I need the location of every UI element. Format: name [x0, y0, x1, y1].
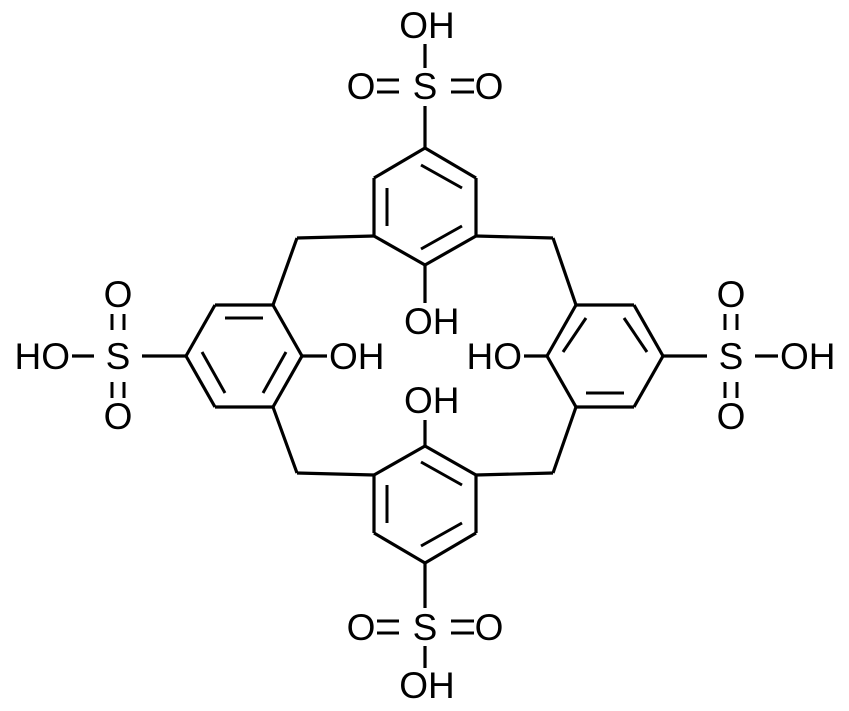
- bond-right-ring-inner-2: [622, 317, 649, 353]
- bond-bottom-ring-1: [424, 531, 477, 565]
- halo-top-ring-oh: [402, 303, 470, 341]
- label-left-sulfonate-s: S: [106, 336, 131, 377]
- halo-left-sulfo-s: [101, 337, 137, 375]
- bond-bridge-lr-to-right-ring: [551, 406, 578, 474]
- label-bottom-sulfonate-o-left: O: [347, 607, 376, 648]
- halo-top-sulfo-o-right: [474, 68, 504, 106]
- label-left-ring-hydroxyl: OH: [329, 336, 385, 377]
- halo-top-sulfo-oh: [400, 8, 454, 44]
- bridge-lower-right: [475, 406, 578, 477]
- label-right-sulfonate-oh: OH: [780, 336, 836, 377]
- halo-left-sulfo-ho: [8, 337, 72, 375]
- label-top-sulfonate-o-right: O: [475, 66, 504, 107]
- bond-left-ring-6: [184, 355, 217, 408]
- bond-bridge-ll-to-left-ring: [271, 406, 299, 474]
- bond-bottom-ring-inner-1: [420, 521, 463, 548]
- bond-top-ring-inner-1: [420, 163, 463, 190]
- bond-right-ring-6: [632, 355, 665, 408]
- bond-bridge-ur-to-right-ring: [551, 237, 578, 306]
- halo-bottom-sulfo-s: [408, 608, 444, 646]
- bond-left-ring-4: [271, 355, 304, 408]
- bond-right-ring-4: [545, 355, 578, 408]
- bond-top-ring-inner-3: [420, 224, 463, 251]
- bond-bottom-ring-4: [373, 444, 426, 477]
- label-right-sulfonate-o-bottom: O: [717, 396, 746, 437]
- label-top-sulfonate-s: S: [413, 66, 438, 107]
- label-bottom-sulfonate-o-right: O: [475, 607, 504, 648]
- bond-bridge-lr-to-bottom-ring: [475, 471, 554, 477]
- bond-right-ring-3: [545, 304, 578, 357]
- halo-bottom-sulfo-oh: [400, 668, 454, 704]
- bottom-benzene-ring: [372, 444, 478, 565]
- halo-top-sulfo-o-left: [347, 68, 377, 106]
- bond-left-ring-3: [271, 304, 304, 357]
- bridge-upper-left: [271, 234, 375, 306]
- halo-right-ring-ho: [456, 337, 524, 375]
- label-left-sulfonate-o-bottom: O: [104, 396, 133, 437]
- label-right-ring-hydroxyl: HO: [467, 336, 523, 377]
- label-left-sulfonate-ho: HO: [15, 336, 71, 377]
- label-left-sulfonate-o-top: O: [104, 274, 133, 315]
- bond-top-ring-3: [424, 234, 477, 267]
- right-benzene-ring: [545, 303, 665, 409]
- bridge-lower-left: [271, 406, 375, 477]
- label-bottom-sulfonate-s: S: [413, 607, 438, 648]
- halo-bottom-sulfo-o-right: [474, 608, 504, 646]
- halo-left-sulfo-o-top: [103, 276, 133, 314]
- halo-bottom-ring-oh: [402, 382, 470, 420]
- bond-bridge-ul-to-left-ring: [271, 237, 299, 306]
- bond-left-ring-inner-2: [261, 351, 288, 394]
- bottom-sulfonic-acid-group: [373, 563, 477, 668]
- halo-right-sulfo-o-top: [716, 276, 746, 314]
- label-right-sulfonate-o-top: O: [717, 274, 746, 315]
- bond-bottom-ring-3: [424, 444, 477, 477]
- label-top-sulfonate-oh: OH: [399, 5, 455, 46]
- label-bottom-sulfonate-oh: OH: [399, 665, 455, 706]
- bond-top-ring-1: [424, 146, 477, 180]
- bond-left-ring-inner-3: [200, 351, 227, 394]
- top-sulfonic-acid-group: [373, 44, 477, 148]
- bond-top-ring-6: [373, 146, 426, 180]
- label-top-sulfonate-o-left: O: [347, 66, 376, 107]
- bond-bottom-ring-inner-3: [420, 460, 463, 487]
- halo-right-sulfo-oh: [778, 337, 844, 375]
- bond-right-ring-1: [632, 304, 665, 357]
- halo-left-ring-oh: [327, 337, 395, 375]
- label-bottom-ring-hydroxyl: OH: [404, 380, 460, 421]
- halo-right-sulfo-o-bottom: [716, 398, 746, 436]
- bond-bridge-ll-to-bottom-ring: [296, 471, 375, 477]
- label-top-ring-hydroxyl: OH: [404, 301, 460, 342]
- halo-left-sulfo-o-bottom: [103, 398, 133, 436]
- halo-bottom-sulfo-o-left: [347, 608, 377, 646]
- bridge-upper-right: [475, 234, 578, 306]
- bond-right-ring-inner-1: [561, 317, 588, 353]
- halo-top-sulfo-s: [408, 68, 444, 106]
- bond-bridge-ur-to-top-ring: [475, 234, 554, 240]
- bond-bottom-ring-6: [373, 531, 426, 565]
- halo-right-sulfo-s: [714, 337, 750, 375]
- top-benzene-ring: [372, 146, 478, 267]
- bond-bridge-ul-to-top-ring: [296, 234, 375, 240]
- label-right-sulfonate-s: S: [719, 336, 744, 377]
- left-benzene-ring: [184, 303, 304, 409]
- bond-left-ring-1: [184, 304, 217, 357]
- bond-top-ring-4: [373, 234, 426, 267]
